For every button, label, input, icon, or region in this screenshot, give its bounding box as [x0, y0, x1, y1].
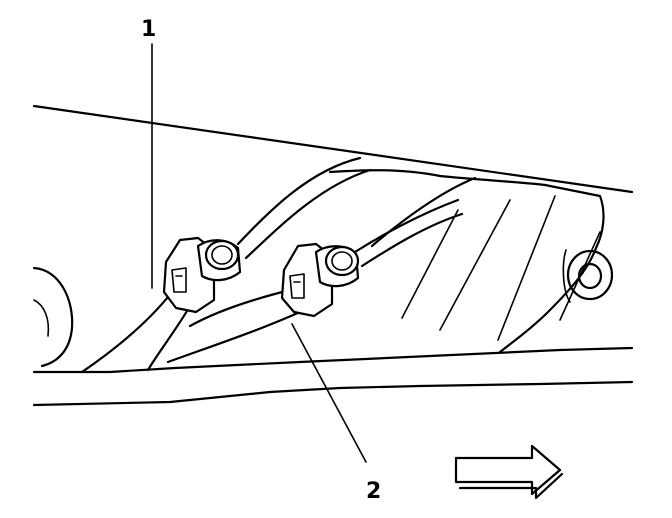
forward-arrow-icon [454, 444, 564, 500]
pipe-1-lower-edge [244, 168, 372, 260]
callout-label-2: 2 [366, 479, 381, 504]
pipe-1-tail-outer [80, 290, 174, 374]
pipe-2-tail-inner [166, 310, 302, 364]
housing-rib-3 [497, 195, 556, 341]
boss-flange [562, 249, 571, 303]
left-round-component-inner [33, 299, 50, 337]
pipe-2-tail-outer [188, 288, 292, 328]
connector-1 [162, 236, 242, 314]
left-round-component [32, 266, 74, 368]
pipe-1-tail-inner [146, 304, 192, 372]
mounting-boss-outer [566, 249, 614, 301]
housing-outline [328, 169, 605, 354]
connector-2 [280, 242, 360, 318]
pipe-2-lower-edge [360, 212, 464, 268]
pipe-2-upper-edge [353, 198, 460, 254]
upper-frame-edge [32, 104, 634, 194]
leader-line-2 [291, 323, 367, 463]
housing-rib-1 [401, 209, 459, 319]
housing-rib-2 [439, 199, 511, 331]
lower-rail-bottom [32, 380, 634, 407]
lower-rail-top [32, 346, 634, 374]
pipe-1-upper-edge [236, 156, 362, 246]
housing-inner-edge [370, 176, 477, 248]
callout-label-1: 1 [141, 17, 156, 42]
mounting-boss-hole [577, 262, 603, 290]
